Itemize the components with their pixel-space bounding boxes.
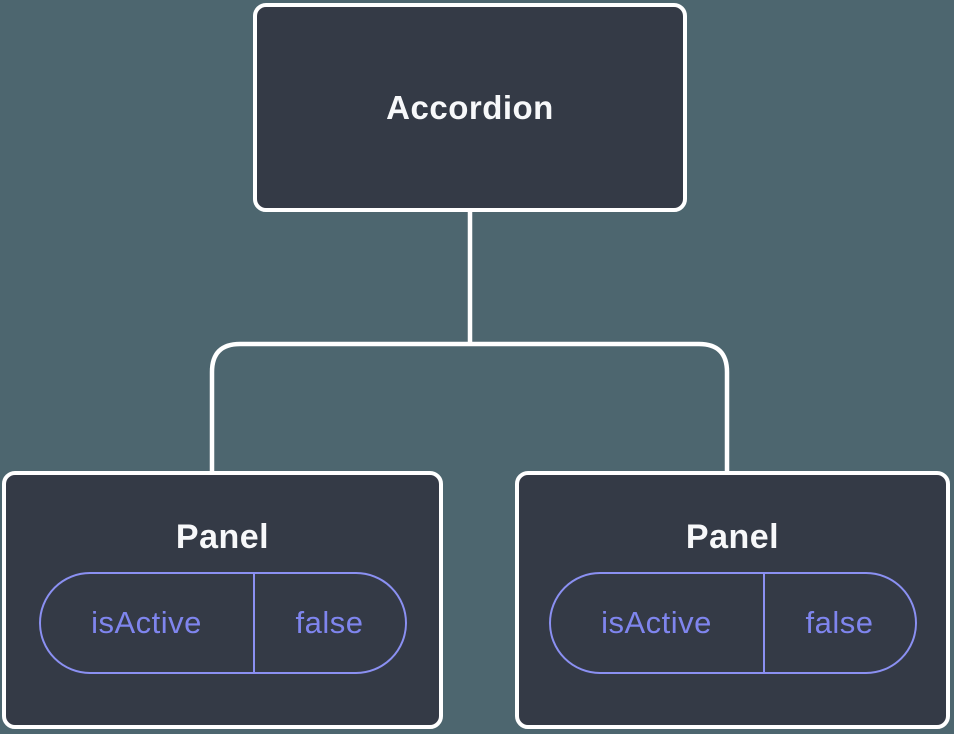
component-node-panel-right: Panel isActive false bbox=[515, 471, 950, 729]
connector-bracket bbox=[209, 341, 730, 472]
state-pill: isActive false bbox=[38, 572, 407, 675]
node-label: Panel bbox=[685, 518, 780, 556]
pill-divider bbox=[252, 574, 255, 673]
pill-divider bbox=[762, 574, 765, 673]
prop-value: false bbox=[295, 605, 364, 641]
node-label: Accordion bbox=[386, 88, 554, 126]
prop-name: isActive bbox=[91, 605, 202, 641]
prop-value: false bbox=[805, 605, 874, 641]
component-node-accordion: Accordion bbox=[253, 3, 687, 212]
node-label: Panel bbox=[175, 518, 270, 556]
state-pill: isActive false bbox=[548, 572, 917, 675]
prop-name: isActive bbox=[601, 605, 712, 641]
component-node-panel-left: Panel isActive false bbox=[2, 471, 443, 729]
